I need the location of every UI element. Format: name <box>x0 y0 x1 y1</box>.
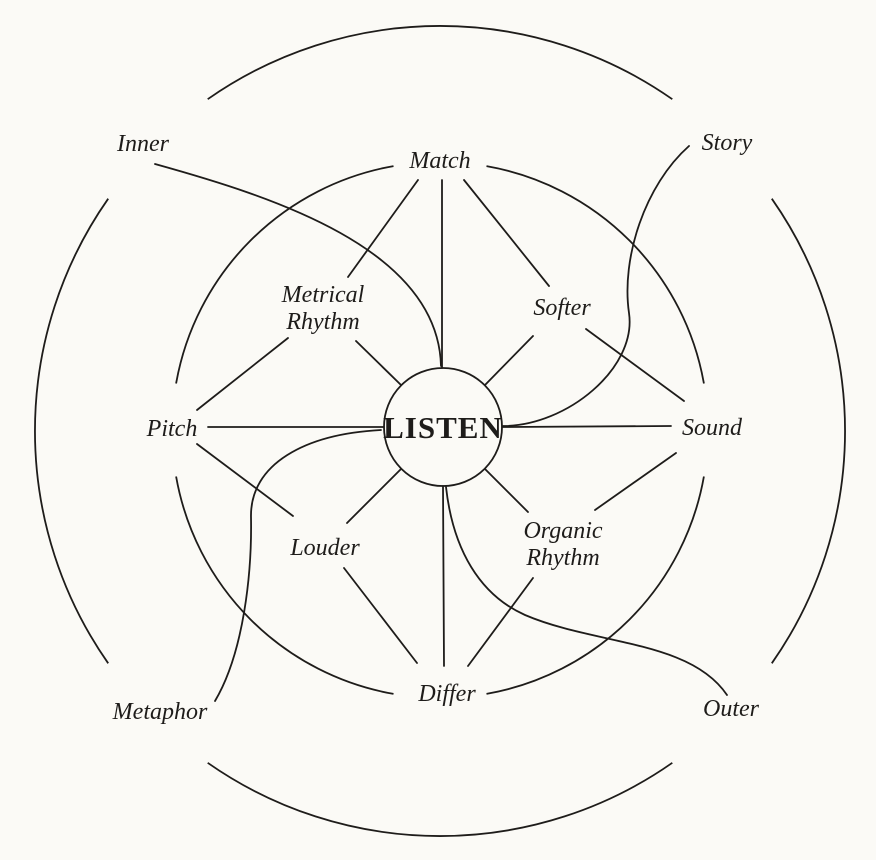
inner-ring-arc-right <box>486 476 705 695</box>
spoke-to-sound <box>501 425 672 428</box>
connector-metrical-pitch <box>196 337 289 411</box>
inner-ring <box>175 165 705 695</box>
spoke-to-softer <box>484 335 534 386</box>
spoke-to-metrical-rhythm <box>355 340 402 386</box>
label-louder: Louder <box>289 535 360 561</box>
connector-match-metrical <box>347 179 419 278</box>
outer-ring-arc-right <box>771 198 846 664</box>
connector-softer-match <box>463 179 550 287</box>
curve-outer-to-center <box>445 486 728 696</box>
label-outer: Outer <box>703 696 760 722</box>
connector-sound-softer <box>585 328 685 402</box>
outer-label-curves <box>154 145 728 702</box>
center-spokes <box>207 179 672 667</box>
label-match: Match <box>408 148 470 174</box>
label-sound: Sound <box>682 415 743 441</box>
spoke-to-organic-rhythm <box>484 468 529 513</box>
label-story: Story <box>702 130 753 156</box>
label-softer: Softer <box>533 295 591 321</box>
inner-ring-arc-bottom <box>175 476 394 695</box>
outer-ring-arc-bottom <box>207 762 673 837</box>
label-metrical-rhythm-line2: Rhythm <box>285 309 359 335</box>
inner-ring-arc-top <box>486 165 705 384</box>
label-inner: Inner <box>116 131 170 157</box>
connector-pitch-louder <box>196 443 294 517</box>
connector-differ-organic <box>467 577 534 667</box>
center-label: LISTEN <box>383 410 503 445</box>
labels: LISTEN Match Sound Differ Pitch Metrical… <box>112 130 760 725</box>
outer-ring-arc-top <box>207 25 673 100</box>
curve-story-to-center <box>502 145 690 427</box>
connector-louder-differ <box>343 567 418 664</box>
spoke-to-louder <box>346 468 402 524</box>
label-organic-rhythm-line2: Rhythm <box>525 545 599 571</box>
outer-ring <box>34 25 846 837</box>
inner-ring-arc-left <box>175 165 394 384</box>
outer-ring-arc-left <box>34 198 109 664</box>
label-metrical-rhythm-line1: Metrical <box>281 282 365 308</box>
label-metaphor: Metaphor <box>112 699 208 725</box>
label-organic-rhythm-line1: Organic <box>523 518 602 544</box>
curve-metaphor-to-center <box>214 429 382 702</box>
inner-label-connectors <box>196 179 685 667</box>
spoke-to-differ <box>442 485 445 667</box>
label-pitch: Pitch <box>146 416 198 442</box>
curve-inner-to-center <box>154 163 442 367</box>
label-differ: Differ <box>417 681 476 707</box>
connector-organic-sound <box>594 452 677 511</box>
